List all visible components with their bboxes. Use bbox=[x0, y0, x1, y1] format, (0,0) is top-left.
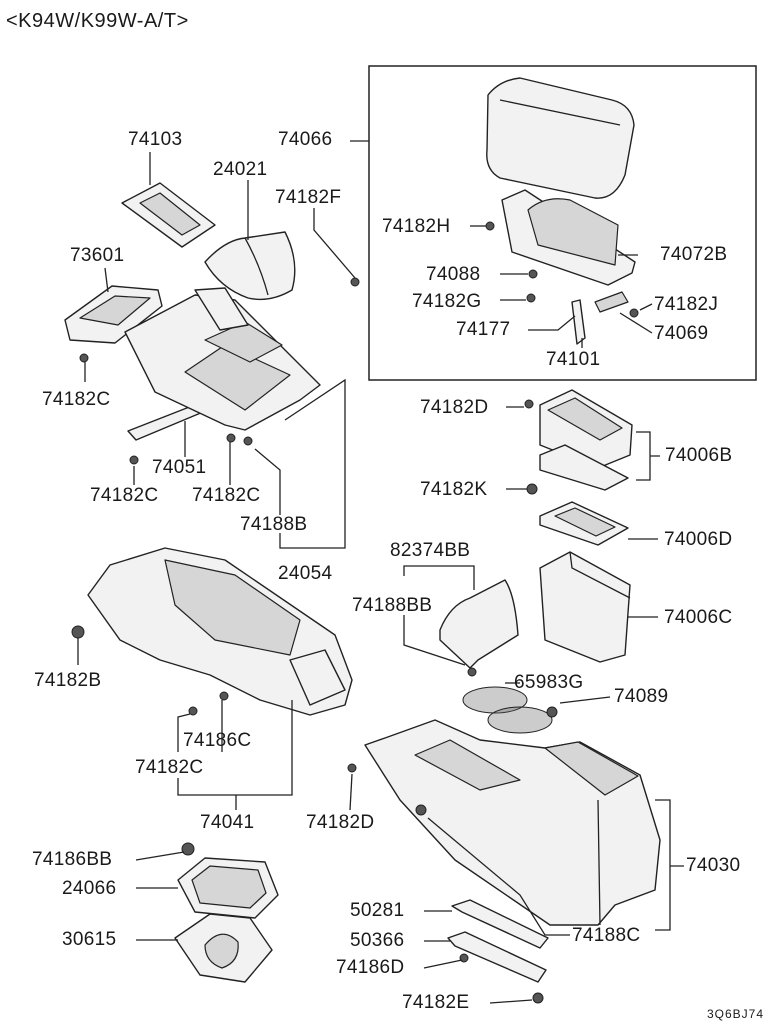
label-24054: 24054 bbox=[278, 563, 333, 584]
label-74006D: 74006D bbox=[664, 529, 733, 550]
part-74069-latch bbox=[594, 291, 629, 313]
label-74051: 74051 bbox=[152, 457, 207, 478]
label-74103: 74103 bbox=[128, 129, 183, 150]
label-74188BB: 74188BB bbox=[352, 595, 433, 616]
label-82374BB: 82374BB bbox=[390, 540, 471, 561]
label-74069: 74069 bbox=[654, 323, 709, 344]
part-74041-front-console bbox=[87, 547, 353, 716]
armrest-inset-box bbox=[368, 65, 757, 381]
part-24054-console-panel bbox=[124, 287, 321, 431]
label-74182D-b: 74182D bbox=[306, 812, 375, 833]
part-74006B-tray bbox=[539, 389, 633, 491]
part-24021-shift-boot bbox=[204, 231, 296, 301]
label-74182E: 74182E bbox=[402, 992, 470, 1013]
part-50281-strip bbox=[451, 899, 549, 949]
label-74186C: 74186C bbox=[183, 730, 252, 751]
label-74182D-a: 74182D bbox=[420, 397, 489, 418]
label-74182F: 74182F bbox=[275, 187, 342, 208]
label-74182C-c: 74182C bbox=[192, 485, 261, 506]
part-74006C-bin bbox=[539, 551, 631, 663]
label-74182C-a: 74182C bbox=[42, 389, 111, 410]
part-74103-trim-plate bbox=[121, 182, 216, 248]
label-74088: 74088 bbox=[426, 264, 481, 285]
part-50366-strip bbox=[447, 931, 547, 983]
label-24021: 24021 bbox=[213, 159, 268, 180]
label-74006C: 74006C bbox=[664, 607, 733, 628]
label-74066: 74066 bbox=[278, 129, 333, 150]
part-74030-rear-console bbox=[364, 719, 661, 926]
label-74089: 74089 bbox=[614, 686, 669, 707]
label-74182K: 74182K bbox=[420, 479, 488, 500]
label-30615: 30615 bbox=[62, 929, 117, 950]
drawing-code: 3Q6BJ74 bbox=[706, 1007, 764, 1021]
leader-lines bbox=[77, 140, 684, 1004]
part-24066-bezel bbox=[177, 857, 279, 919]
label-74188B: 74188B bbox=[240, 514, 308, 535]
part-73601-pocket bbox=[64, 285, 163, 344]
label-74186BB: 74186BB bbox=[32, 849, 113, 870]
label-74041: 74041 bbox=[200, 812, 255, 833]
label-74182G: 74182G bbox=[412, 291, 482, 312]
label-74182C-b: 74182C bbox=[90, 485, 159, 506]
label-74182H: 74182H bbox=[382, 216, 451, 237]
part-74066-armrest-lid bbox=[486, 77, 635, 199]
label-73601: 73601 bbox=[70, 245, 125, 266]
label-74188C: 74188C bbox=[572, 925, 641, 946]
label-50281: 50281 bbox=[350, 900, 405, 921]
label-74072B: 74072B bbox=[660, 244, 728, 265]
label-74186D: 74186D bbox=[336, 957, 405, 978]
label-74006B: 74006B bbox=[665, 445, 733, 466]
label-74030: 74030 bbox=[686, 855, 741, 876]
label-74182C-d: 74182C bbox=[135, 757, 204, 778]
label-74101: 74101 bbox=[546, 349, 601, 370]
part-74006D-frame bbox=[539, 501, 629, 546]
label-50366: 50366 bbox=[350, 930, 405, 951]
label-74182J: 74182J bbox=[654, 294, 719, 315]
label-24066: 24066 bbox=[62, 878, 117, 899]
part-65983G-mats bbox=[462, 686, 553, 734]
part-74101-hinge bbox=[571, 299, 586, 345]
label-74177: 74177 bbox=[456, 319, 511, 340]
label-65983G: 65983G bbox=[514, 672, 584, 693]
part-82374BB-panel bbox=[439, 579, 519, 669]
part-30615-boot bbox=[174, 913, 273, 983]
part-74072B-armrest-base bbox=[501, 189, 636, 286]
label-74182B: 74182B bbox=[34, 670, 102, 691]
diagram-title: <K94W/K99W-A/T> bbox=[6, 10, 189, 32]
